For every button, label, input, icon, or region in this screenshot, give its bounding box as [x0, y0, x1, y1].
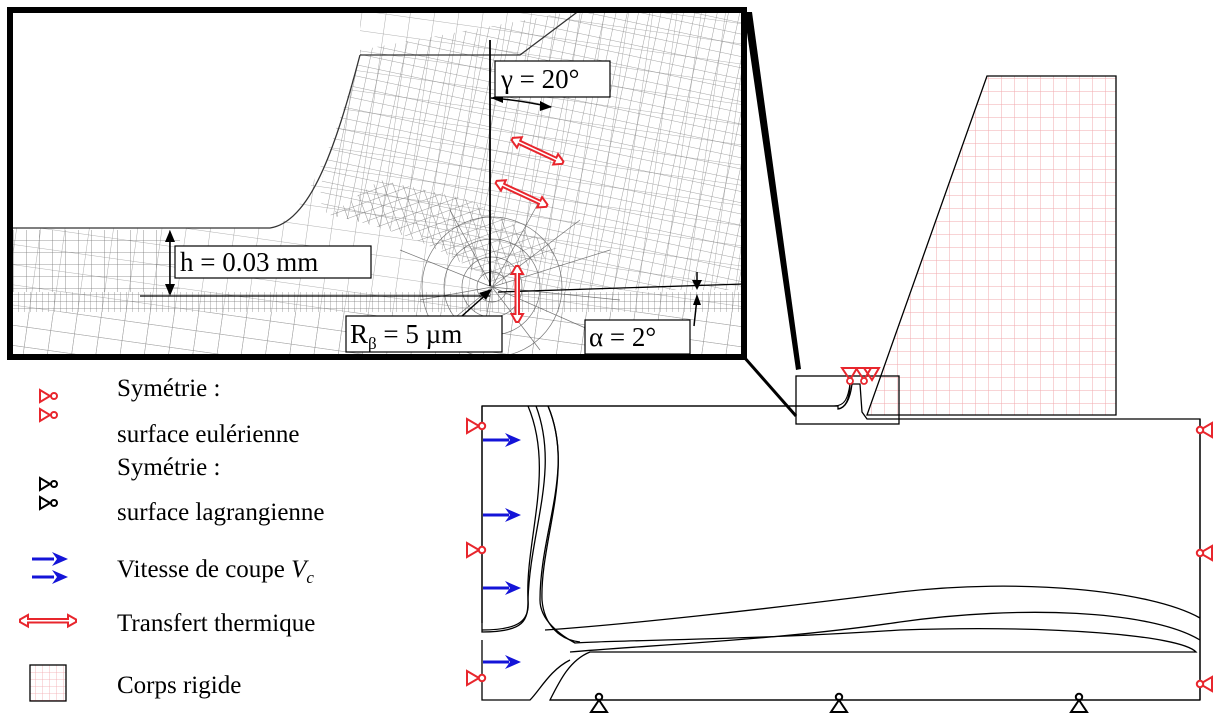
- rake-angle-label: γ = 20°: [494, 60, 611, 98]
- edge-radius-leader: [461, 289, 492, 317]
- legend-lagrangian-sub: surface lagrangienne: [117, 499, 325, 526]
- heat-arrow-3: [509, 265, 525, 323]
- zoom-frame: [7, 7, 747, 360]
- legend-rigid-label: Corps rigide: [117, 672, 241, 699]
- svg-text:Rβ = 5 µm: Rβ = 5 µm: [350, 319, 462, 353]
- legend-lagrangian-symbol: [39, 476, 58, 511]
- legend-speed-symbol: [32, 552, 68, 584]
- left-symmetry-supports: [466, 417, 487, 687]
- tool-tip-symmetry: [840, 367, 881, 385]
- legend-eulerian-symbol: [39, 388, 58, 423]
- svg-text:h = 0.03 mm: h = 0.03 mm: [180, 247, 318, 277]
- clearance-angle-label: α = 2°: [584, 319, 691, 355]
- legend-heat-symbol: [19, 613, 77, 629]
- depth-of-cut-dimension: [165, 230, 175, 296]
- depth-of-cut-label: h = 0.03 mm: [174, 245, 372, 279]
- legend-eulerian-title: Symétrie :: [117, 375, 220, 402]
- zoom-inset: γ = 20° h = 0.03 mm Rβ = 5 µm α = 2°: [7, 7, 747, 360]
- legend-speed-label: Vitesse de coupe Vc: [117, 556, 314, 587]
- main-model: [466, 75, 1213, 713]
- rigid-tool: [867, 76, 1116, 415]
- svg-text:α = 2°: α = 2°: [589, 322, 656, 352]
- heat-transfer-arrows-zoom: [494, 136, 565, 323]
- clearance-angle-marks: [692, 272, 702, 327]
- heat-arrow-2: [494, 179, 549, 209]
- legend: Symétrie : surface eulérienne Symétrie :…: [19, 375, 325, 702]
- zoom-connectors: [742, 12, 801, 417]
- svg-text:γ = 20°: γ = 20°: [500, 64, 579, 94]
- heat-arrow-1: [510, 136, 565, 166]
- legend-heat-label: Transfert thermique: [117, 610, 315, 637]
- edge-radius-label: Rβ = 5 µm: [345, 315, 503, 353]
- workpiece-outline: [481, 383, 1201, 701]
- legend-eulerian-sub: surface eulérienne: [117, 421, 300, 448]
- legend-lagrangian-title: Symétrie :: [117, 454, 220, 481]
- cutting-speed-arrows: [483, 433, 521, 669]
- legend-rigid-symbol: [29, 664, 67, 702]
- bottom-lagrangian-supports: [589, 692, 1089, 713]
- right-symmetry-supports: [1195, 421, 1213, 693]
